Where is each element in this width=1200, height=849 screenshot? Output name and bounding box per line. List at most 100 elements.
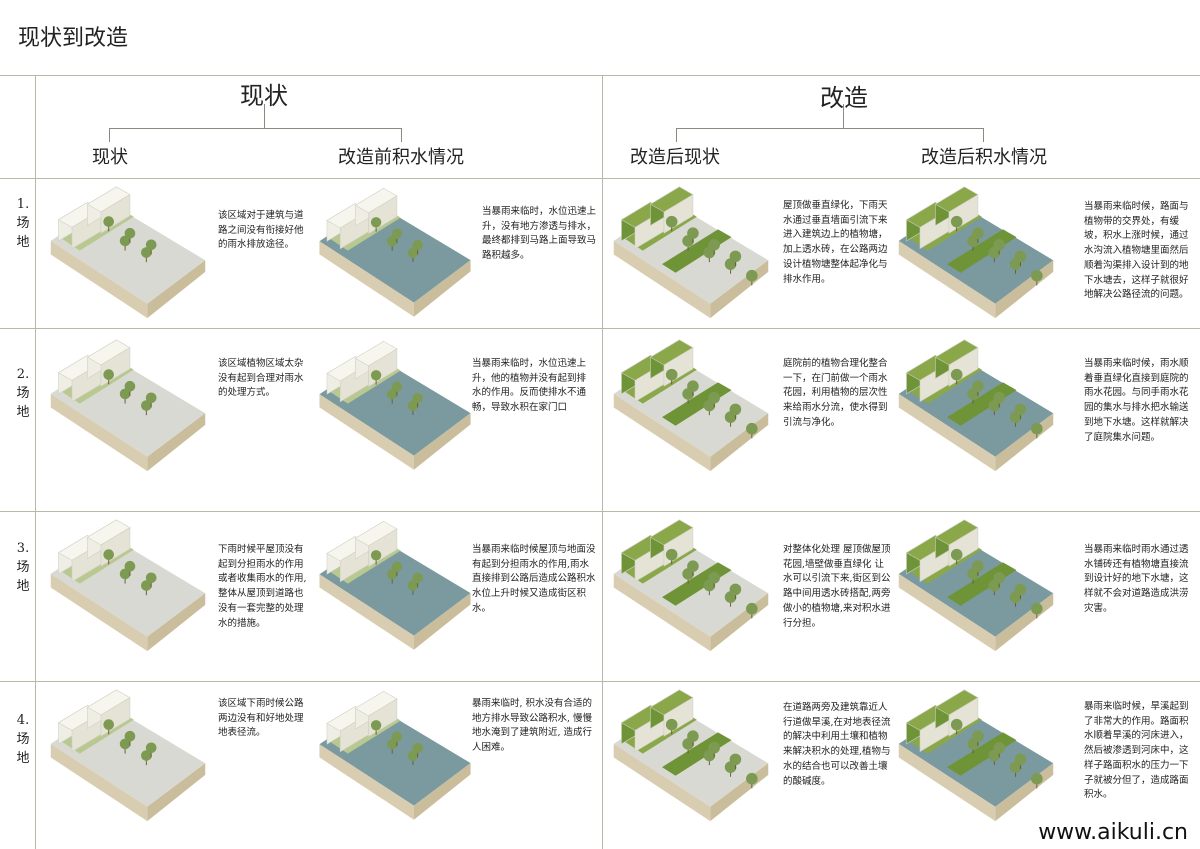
tree-icon	[407, 580, 419, 591]
tree-icon	[386, 389, 398, 400]
tree-icon	[145, 392, 157, 404]
ground-side	[147, 260, 206, 319]
ground-side	[147, 413, 206, 472]
tree-icon	[124, 730, 136, 742]
header-renovation: 改造	[820, 84, 868, 112]
grid-line	[602, 75, 603, 849]
tree-icon	[412, 572, 423, 584]
tree-icon	[1014, 583, 1027, 596]
tree-icon	[665, 718, 678, 731]
tree-icon	[972, 730, 984, 742]
tree-icon	[1031, 422, 1043, 435]
description-text: 该区域植物区域太杂没有起到合理对雨水的处理方式。	[218, 358, 304, 399]
ground-side	[147, 763, 206, 822]
tree-line	[983, 128, 984, 142]
grid-line	[0, 328, 1200, 329]
tree-icon	[412, 239, 423, 251]
site-sketch-illustration	[613, 519, 769, 652]
tree-icon	[729, 753, 742, 766]
tree-icon	[386, 569, 398, 580]
ground-side	[613, 743, 711, 822]
tree-icon	[708, 239, 720, 251]
row-label: 2.场地	[12, 366, 34, 423]
col-header-after-status: 改造后现状	[630, 147, 720, 168]
tree-line	[676, 128, 677, 142]
ground-side	[613, 393, 711, 472]
tree-icon	[391, 561, 403, 572]
tree-icon	[412, 392, 423, 404]
tree-icon	[950, 368, 963, 381]
row-label-char: 场	[16, 559, 30, 575]
ground-side	[50, 240, 148, 319]
ground-side	[413, 763, 471, 820]
row-label-char: 1.	[16, 197, 30, 212]
description-text: 当暴雨来临时候，路面与植物带的交界处，有缓坡，积水上涨时候，通过水沟流入植物塘里…	[1084, 201, 1189, 301]
tree-icon	[1014, 753, 1027, 766]
row-label-char: 场	[16, 215, 30, 231]
description-text: 暴雨来临时, 积水没有合适的地方排水导致公路积水, 慢慢地水淹到了建筑附近, 造…	[472, 698, 593, 754]
site-sketch-illustration	[613, 339, 769, 472]
site-sketch-illustration	[319, 340, 471, 470]
tree-icon	[708, 572, 720, 584]
ground-side	[319, 241, 414, 317]
tree-icon	[972, 560, 984, 572]
tree-icon	[972, 227, 984, 239]
ground-side	[898, 240, 996, 319]
ground-side	[413, 260, 471, 317]
tree-icon	[1031, 772, 1043, 785]
description-text: 当暴雨来临时候，雨水顺着垂直绿化直接到庭院的雨水花园。与同手雨水花园的集水与排水…	[1084, 358, 1189, 443]
ground-side	[898, 393, 996, 472]
tree-icon	[665, 215, 678, 228]
row-label-char: 地	[16, 750, 30, 766]
tree-icon	[145, 572, 157, 584]
site-sketch-illustration	[319, 520, 471, 650]
tree-icon	[119, 388, 131, 400]
tree-icon	[141, 247, 152, 258]
description-text: 对整体化处理 屋顶做屋顶花园,墙壁做垂直绿化 让水可以引流下来,街区到公路中间用…	[783, 544, 891, 629]
tree-icon	[729, 403, 742, 416]
col-header-existing: 现状	[92, 147, 128, 168]
tree-icon	[708, 392, 720, 404]
tree-icon	[145, 742, 157, 754]
site-sketch-illustration	[319, 690, 471, 820]
row-label-char: 4.	[16, 713, 30, 728]
tree-icon	[145, 239, 157, 251]
tree-icon	[1031, 602, 1043, 615]
tree-icon	[687, 380, 699, 392]
tree-icon	[746, 269, 758, 282]
ground-side	[50, 393, 148, 472]
tree-icon	[124, 380, 136, 392]
description-text: 在道路两旁及建筑靠近人行道做旱溪,在对地表径流的解决中利用土壤和植物来解决积水的…	[783, 702, 891, 787]
row-label-char: 场	[16, 385, 30, 401]
tree-icon	[407, 750, 419, 761]
ground-side	[898, 743, 996, 822]
tree-line	[401, 128, 402, 142]
tree-icon	[391, 731, 403, 742]
col-header-after-flooding: 改造后积水情况	[921, 147, 1047, 168]
description-text: 当暴雨来临时，水位迅速上升，他的植物并没有起到排水的作用。反而使排水不通畅，导致…	[472, 358, 587, 414]
row-label-char: 地	[16, 404, 30, 420]
tree-icon	[370, 217, 382, 228]
tree-line	[843, 104, 844, 128]
header-existing: 现状	[240, 82, 288, 110]
ground-side	[898, 573, 996, 652]
tree-icon	[1014, 250, 1027, 263]
row-label: 3.场地	[12, 540, 34, 597]
description-text: 该区域对于建筑与道路之间没有衔接好他的雨水排放途径。	[218, 210, 304, 251]
row-label: 4. 场地	[12, 712, 34, 769]
description-text: 当暴雨来临时候屋顶与地面没有起到分担雨水的作用,雨水直接排到公路后造成公路积水 …	[472, 544, 596, 614]
page-title: 现状到改造	[18, 26, 129, 51]
row-label-char: 场	[16, 731, 30, 747]
ground-side	[613, 240, 711, 319]
tree-icon	[124, 227, 136, 239]
watermark: www.aikuli.cn	[1038, 820, 1188, 845]
row-label-char: 3.	[16, 541, 30, 556]
tree-icon	[950, 718, 963, 731]
tree-icon	[950, 215, 963, 228]
ground-side	[319, 394, 414, 470]
grid-line	[0, 178, 1200, 179]
tree-icon	[746, 772, 758, 785]
ground-side	[50, 743, 148, 822]
tree-icon	[407, 400, 419, 411]
tree-icon	[119, 235, 131, 247]
